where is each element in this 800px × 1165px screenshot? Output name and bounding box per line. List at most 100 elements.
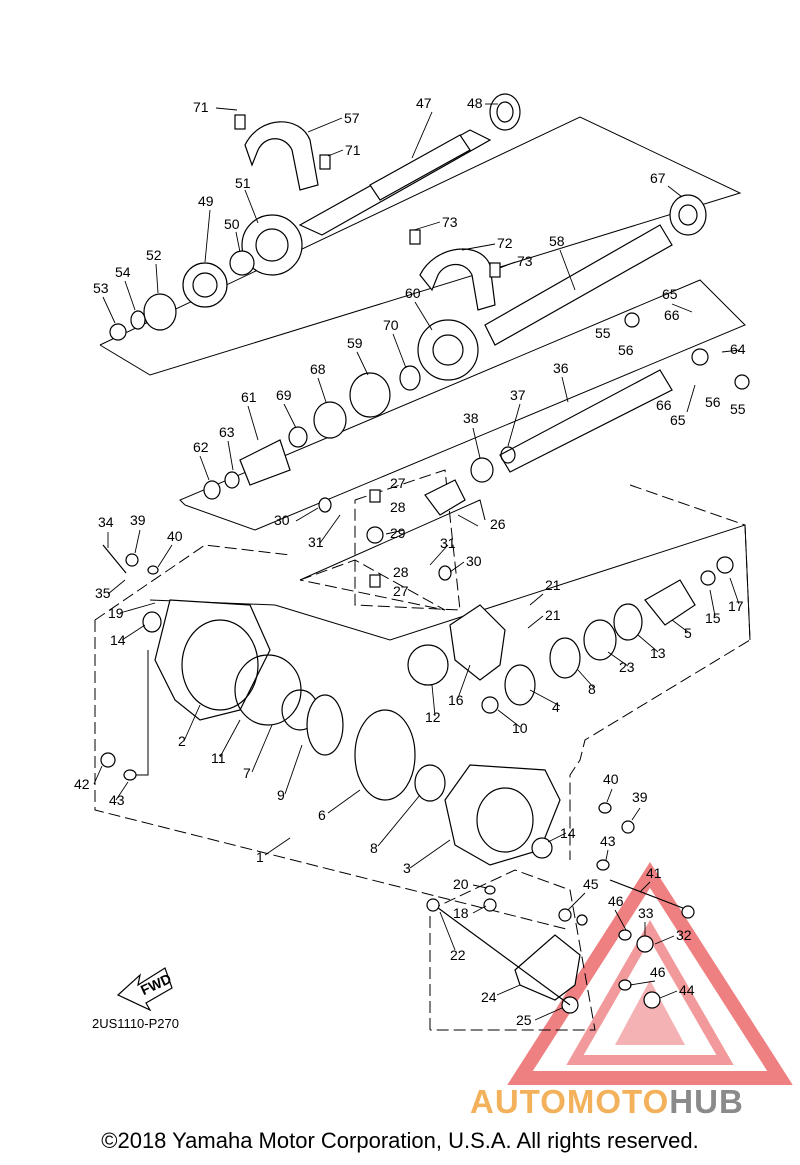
callout-71: 71	[345, 142, 361, 158]
callout-43: 43	[109, 792, 125, 808]
callout-55: 55	[730, 401, 746, 417]
callout-65: 65	[662, 286, 678, 302]
callout-67: 67	[650, 170, 666, 186]
watermark-word-2: HUB	[669, 1083, 744, 1120]
callout-51: 51	[235, 175, 251, 191]
callout-42: 42	[74, 776, 90, 792]
diagram-code: 2US1110-P270	[92, 1016, 179, 1031]
callout-70: 70	[383, 317, 399, 333]
callout-55: 55	[595, 325, 611, 341]
callout-53: 53	[93, 280, 109, 296]
callout-15: 15	[705, 610, 721, 626]
callout-46: 46	[650, 964, 666, 980]
callout-38: 38	[463, 410, 479, 426]
callout-49: 49	[198, 193, 214, 209]
callout-60: 60	[405, 285, 421, 301]
callout-61: 61	[241, 389, 257, 405]
callout-56: 56	[705, 394, 721, 410]
callout-54: 54	[115, 264, 131, 280]
copyright-footer: ©2018 Yamaha Motor Corporation, U.S.A. A…	[101, 1128, 699, 1153]
callout-4: 4	[552, 699, 560, 715]
callout-26: 26	[490, 516, 506, 532]
callout-22: 22	[450, 947, 466, 963]
callout-43: 43	[600, 833, 616, 849]
callout-17: 17	[728, 598, 744, 614]
callout-8: 8	[588, 681, 596, 697]
callout-32: 32	[676, 927, 692, 943]
callout-69: 69	[276, 387, 292, 403]
callout-46: 46	[608, 893, 624, 909]
callout-52: 52	[146, 247, 162, 263]
callout-47: 47	[416, 95, 432, 111]
callout-21: 21	[545, 577, 561, 593]
watermark-word-1: AUTOMOTO	[470, 1083, 670, 1120]
callout-40: 40	[167, 528, 183, 544]
watermark-text: AUTOMOTOHUB	[470, 1083, 744, 1121]
callout-20: 20	[453, 876, 469, 892]
callout-50: 50	[224, 216, 240, 232]
mount-bracket	[102, 544, 695, 1014]
upper-propeller-shaft	[109, 93, 521, 341]
callout-16: 16	[448, 692, 464, 708]
leader-lines	[93, 103, 741, 1021]
callout-30: 30	[274, 512, 290, 528]
callout-31: 31	[308, 534, 324, 550]
callout-2: 2	[178, 733, 186, 749]
callout-41: 41	[646, 865, 662, 881]
callout-66: 66	[664, 307, 680, 323]
fwd-arrow-icon: FWD	[116, 967, 174, 1012]
middle-propeller-shaft	[409, 194, 707, 381]
callout-56: 56	[618, 342, 634, 358]
callout-35: 35	[95, 585, 111, 601]
callout-44: 44	[679, 982, 695, 998]
callout-73: 73	[442, 214, 458, 230]
callout-12: 12	[425, 709, 441, 725]
differential-assembly	[100, 556, 734, 866]
callout-71: 71	[193, 99, 209, 115]
callout-68: 68	[310, 361, 326, 377]
callout-30: 30	[466, 553, 482, 569]
callout-39: 39	[130, 512, 146, 528]
callout-31: 31	[440, 535, 456, 551]
callout-14: 14	[110, 632, 126, 648]
callout-64: 64	[730, 341, 746, 357]
callout-45: 45	[583, 876, 599, 892]
callout-59: 59	[347, 335, 363, 351]
callout-11: 11	[211, 750, 226, 766]
callout-72: 72	[497, 235, 513, 251]
callout-28: 28	[390, 499, 406, 515]
callout-57: 57	[344, 110, 360, 126]
universal-joint	[318, 479, 466, 588]
callout-40: 40	[603, 771, 619, 787]
callout-6: 6	[318, 807, 326, 823]
callout-37: 37	[510, 387, 526, 403]
callout-1: 1	[256, 849, 264, 865]
callout-19: 19	[108, 605, 124, 621]
callout-27: 27	[393, 583, 409, 599]
callout-63: 63	[219, 424, 235, 440]
callout-5: 5	[684, 625, 692, 641]
callout-18: 18	[453, 905, 469, 921]
front-propeller-shaft	[203, 312, 750, 500]
callout-labels: 71 57 47 48 71 51 49 67 50 73 72 58 52 7…	[74, 95, 746, 1028]
callout-14: 14	[560, 825, 576, 841]
callout-58: 58	[549, 233, 565, 249]
callout-48: 48	[467, 95, 483, 111]
callout-25: 25	[516, 1012, 532, 1028]
callout-36: 36	[553, 360, 569, 376]
callout-66: 66	[656, 397, 672, 413]
callout-9: 9	[277, 787, 285, 803]
callout-7: 7	[243, 765, 251, 781]
callout-65: 65	[670, 412, 686, 428]
callout-27: 27	[390, 475, 406, 491]
callout-24: 24	[481, 989, 497, 1005]
callout-62: 62	[193, 439, 209, 455]
callout-28: 28	[393, 564, 409, 580]
callout-73: 73	[517, 253, 533, 269]
callout-29: 29	[390, 525, 406, 541]
callout-39: 39	[632, 789, 648, 805]
callout-34: 34	[98, 514, 114, 530]
callout-21: 21	[545, 607, 561, 623]
callout-3: 3	[403, 860, 411, 876]
